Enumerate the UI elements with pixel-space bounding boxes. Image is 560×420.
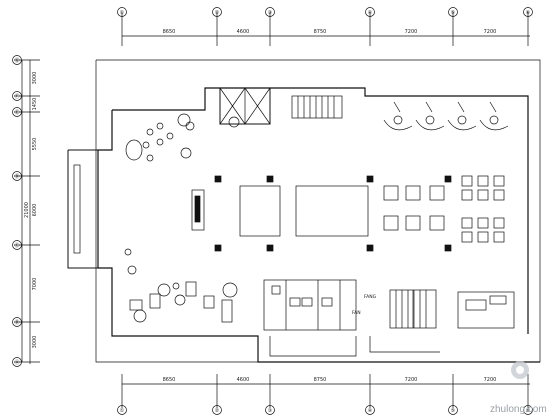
axis-bubble-left-c	[12, 240, 22, 250]
entrance-door	[73, 164, 81, 254]
lounge-seating-lower-left	[129, 281, 238, 323]
lobby-carpet-2	[295, 185, 369, 237]
cafe-table-group	[461, 175, 505, 243]
service-room	[457, 291, 515, 329]
entrance-bay	[67, 150, 98, 269]
bottom-dim-5: 7200	[484, 377, 497, 383]
axis-bubble-bottom-4	[365, 405, 375, 415]
restroom-block	[263, 279, 357, 331]
room-label-1: FANG	[364, 294, 377, 300]
left-axis-d: Ⓓ	[14, 173, 19, 180]
watermark-logo	[511, 361, 529, 379]
left-axis-b: Ⓑ	[14, 319, 19, 326]
axis-bubble-top-4	[365, 7, 375, 17]
axis-bubble-left-a	[12, 357, 22, 367]
bottom-dim-1: 8650	[163, 377, 176, 383]
column	[214, 175, 222, 183]
axis-bubble-left-e	[12, 107, 22, 117]
axis-bubble-bottom-1	[117, 405, 127, 415]
axis-bubble-bottom-3	[265, 405, 275, 415]
axis-bubble-top-3	[265, 7, 275, 17]
axis-bubble-left-d	[12, 171, 22, 181]
top-axis-6: ⑥	[526, 10, 531, 16]
left-axis-f: Ⓕ	[14, 93, 19, 100]
left-axis-a: Ⓐ	[14, 359, 19, 366]
axis-bubble-left-b	[12, 317, 22, 327]
left-dim-4: 6000	[32, 204, 38, 217]
left-axis-c: Ⓒ	[14, 242, 19, 249]
axis-bubble-top-5	[448, 7, 458, 17]
axis-bubble-bottom-5	[448, 405, 458, 415]
top-axis-2: ②	[215, 10, 220, 16]
bottom-axis-4: ④	[368, 408, 373, 414]
top-axis-3: ③	[268, 10, 272, 16]
top-dim-5: 7200	[484, 29, 497, 35]
bottom-axis-3: ③	[268, 408, 272, 414]
bottom-axis-6: ⑥	[526, 408, 531, 414]
bottom-axis-5: ⑤	[451, 408, 455, 414]
top-axis-4: ④	[368, 10, 373, 16]
top-dim-1: 8650	[163, 29, 176, 35]
lobby-carpet-1	[239, 185, 281, 237]
left-dim-2: 1450	[32, 98, 38, 111]
bottom-axis-1: ①	[120, 408, 125, 414]
bottom-dim-4: 7200	[405, 377, 418, 383]
room-label-2: FAN	[352, 310, 361, 316]
axis-bubble-left-f	[12, 91, 22, 101]
top-axis-1: ①	[120, 10, 125, 16]
left-dim-6: 3000	[32, 336, 38, 349]
left-dim-1: 3000	[32, 72, 38, 85]
dining-table	[383, 185, 399, 201]
top-dim-4: 7200	[405, 29, 418, 35]
watermark-text: zhulong.com	[490, 404, 547, 415]
lounge-booths	[383, 101, 509, 131]
exterior-wall	[97, 110, 540, 363]
axis-bubble-top-1	[117, 7, 127, 17]
axis-bubble-bottom-6	[523, 405, 533, 415]
axis-bubble-top-2	[212, 7, 222, 17]
lounge-seating-upper-left	[125, 113, 195, 162]
axis-bubble-top-6	[523, 7, 533, 17]
left-dim-5: 7000	[32, 278, 38, 291]
top-axis-5: ⑤	[451, 10, 455, 16]
top-dim-2: 4600	[237, 29, 250, 35]
axis-bubble-left-g	[12, 55, 22, 65]
top-dim-3: 8750	[314, 29, 327, 35]
bottom-axis-2: ②	[215, 408, 220, 414]
left-axis-g: Ⓖ	[14, 57, 19, 64]
plant	[228, 116, 240, 128]
bottom-dim-3: 8750	[314, 377, 327, 383]
reception-counter	[191, 189, 205, 231]
left-axis-e: Ⓔ	[14, 109, 19, 116]
axis-bubble-bottom-2	[212, 405, 222, 415]
left-dim-3: 5550	[32, 138, 38, 151]
upper-stair	[291, 95, 343, 119]
left-dim-total: 21000	[24, 202, 30, 218]
bottom-dim-2: 4600	[237, 377, 250, 383]
